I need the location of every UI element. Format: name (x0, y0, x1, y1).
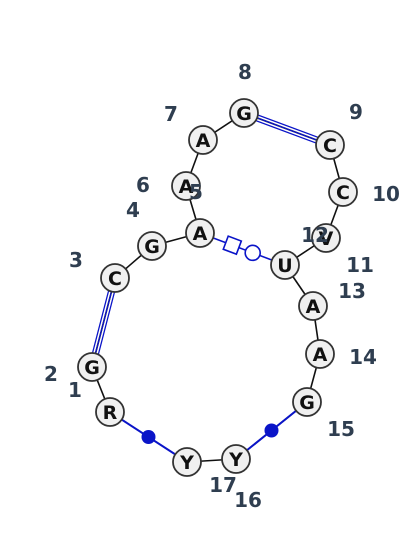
nucleotide-node: A (188, 125, 218, 155)
nucleotide-base-label: C (108, 268, 122, 290)
interaction-dot-marker (264, 423, 279, 438)
interaction-square-marker (222, 235, 243, 256)
nucleotide-base-label: G (144, 236, 160, 258)
nucleotide-base-label: A (196, 130, 211, 152)
interaction-circle-marker (244, 244, 261, 262)
nucleotide-node: G (292, 387, 322, 417)
position-number: 13 (338, 279, 366, 303)
position-number: 7 (164, 102, 178, 126)
nucleotide-base-label: G (236, 103, 252, 125)
nucleotide-node: A (298, 291, 328, 321)
position-number: 14 (349, 345, 377, 369)
nucleotide-base-label: R (103, 402, 118, 424)
position-number: 15 (327, 417, 355, 441)
nucleotide-base-label: A (193, 223, 208, 245)
nucleotide-node: A (185, 218, 215, 248)
nucleotide-node: Y (221, 444, 251, 474)
interaction-dot-marker (141, 430, 156, 444)
position-number: 11 (346, 253, 374, 277)
position-number: 6 (136, 173, 150, 197)
position-number: 9 (349, 100, 363, 124)
nucleotide-base-label: C (323, 135, 337, 157)
nucleotide-node: C (100, 263, 130, 293)
nucleotide-base-label: Y (228, 449, 243, 471)
nucleotide-node: A (171, 171, 201, 201)
interaction-layer (88, 109, 332, 463)
interaction-8-9-triple-line (242, 109, 332, 149)
nucleotide-node: G (137, 231, 167, 261)
position-number: 10 (372, 182, 400, 206)
nucleotide-base-label: U (277, 255, 292, 277)
position-number: 8 (238, 60, 252, 84)
interaction-1-17-dot (109, 411, 188, 463)
nucleotide-node: Y (172, 447, 202, 477)
nucleotide-base-label: A (306, 296, 321, 318)
interaction-2-3-triple-line (88, 277, 119, 368)
nucleotide-node: V (311, 223, 341, 253)
nucleotide-node: A (305, 339, 335, 369)
nucleotide-node: G (229, 98, 259, 128)
interaction-15-16-dot (235, 401, 308, 460)
nucleotide-base-label: V (319, 228, 334, 250)
position-number: 1 (68, 378, 82, 402)
position-number: 4 (126, 198, 140, 222)
nucleotide-node: C (328, 177, 358, 207)
position-number: 3 (69, 248, 83, 272)
nucleotide-base-label: Y (179, 452, 194, 474)
nucleotide-base-label: G (299, 392, 315, 414)
nucleotide-base-label: G (84, 357, 100, 379)
nucleotide-base-label: A (179, 176, 194, 198)
nucleotide-node: G (77, 352, 107, 382)
position-number: 2 (44, 362, 58, 386)
interaction-5-12-square-circle (199, 232, 286, 266)
nucleotide-base-label: A (313, 344, 328, 366)
nucleotide-node: C (315, 130, 345, 160)
position-number: 5 (189, 180, 203, 204)
nucleotide-node: R (95, 397, 125, 427)
nucleotide-node: U (270, 250, 300, 280)
nucleotide-base-label: C (336, 182, 350, 204)
position-number: 16 (234, 488, 262, 512)
position-number: 17 (209, 473, 237, 497)
position-number: 12 (301, 223, 329, 247)
